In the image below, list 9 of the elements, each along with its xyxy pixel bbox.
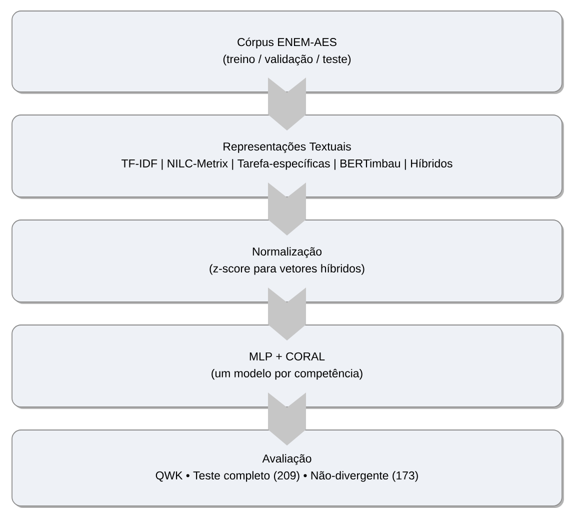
process-box: Córpus ENEM-AES (treino / validação / teste) bbox=[12, 10, 564, 94]
process-box: Representações Textuais TF-IDF | NILC-Metrix | Tarefa-específicas | BERTimbau | Híbridos bbox=[12, 114, 564, 199]
process-box: MLP + CORAL (um modelo por competência) bbox=[12, 324, 564, 409]
chevron-arrow bbox=[268, 77, 306, 131]
process-box: Normalização (z-score para vetores híbridos) bbox=[12, 220, 564, 304]
process-box: Avaliação QWK • Teste completo (209) • Não-divergente (173) bbox=[12, 430, 564, 508]
chevron-arrow bbox=[268, 287, 306, 341]
chevron-arrow bbox=[268, 182, 306, 236]
chevron-arrow bbox=[268, 392, 306, 446]
